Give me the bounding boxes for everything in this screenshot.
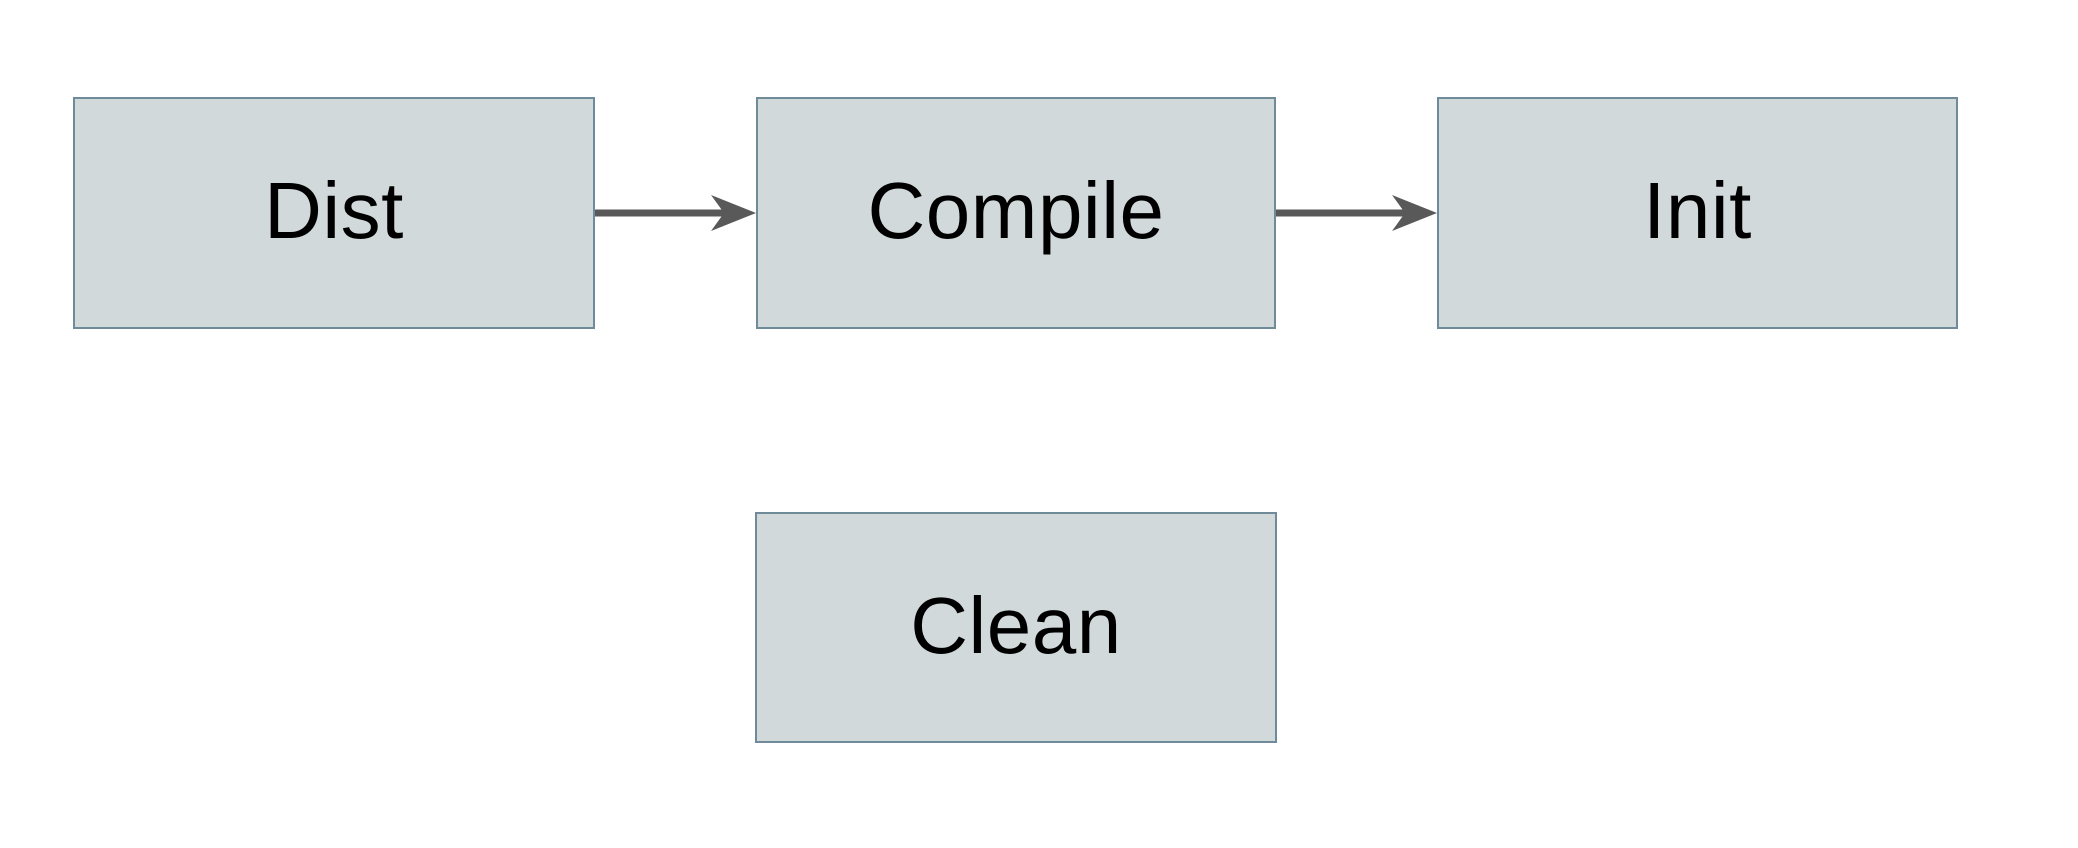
node-dist: Dist: [73, 97, 595, 329]
node-init-label: Init: [1643, 166, 1752, 255]
node-clean: Clean: [755, 512, 1277, 743]
node-init: Init: [1437, 97, 1958, 329]
node-compile: Compile: [756, 97, 1276, 329]
node-clean-label: Clean: [910, 580, 1122, 670]
arrow-compile-to-init: [1276, 195, 1437, 231]
node-compile-label: Compile: [867, 166, 1165, 255]
node-dist-label: Dist: [264, 166, 404, 255]
arrow-dist-to-compile: [595, 195, 756, 231]
